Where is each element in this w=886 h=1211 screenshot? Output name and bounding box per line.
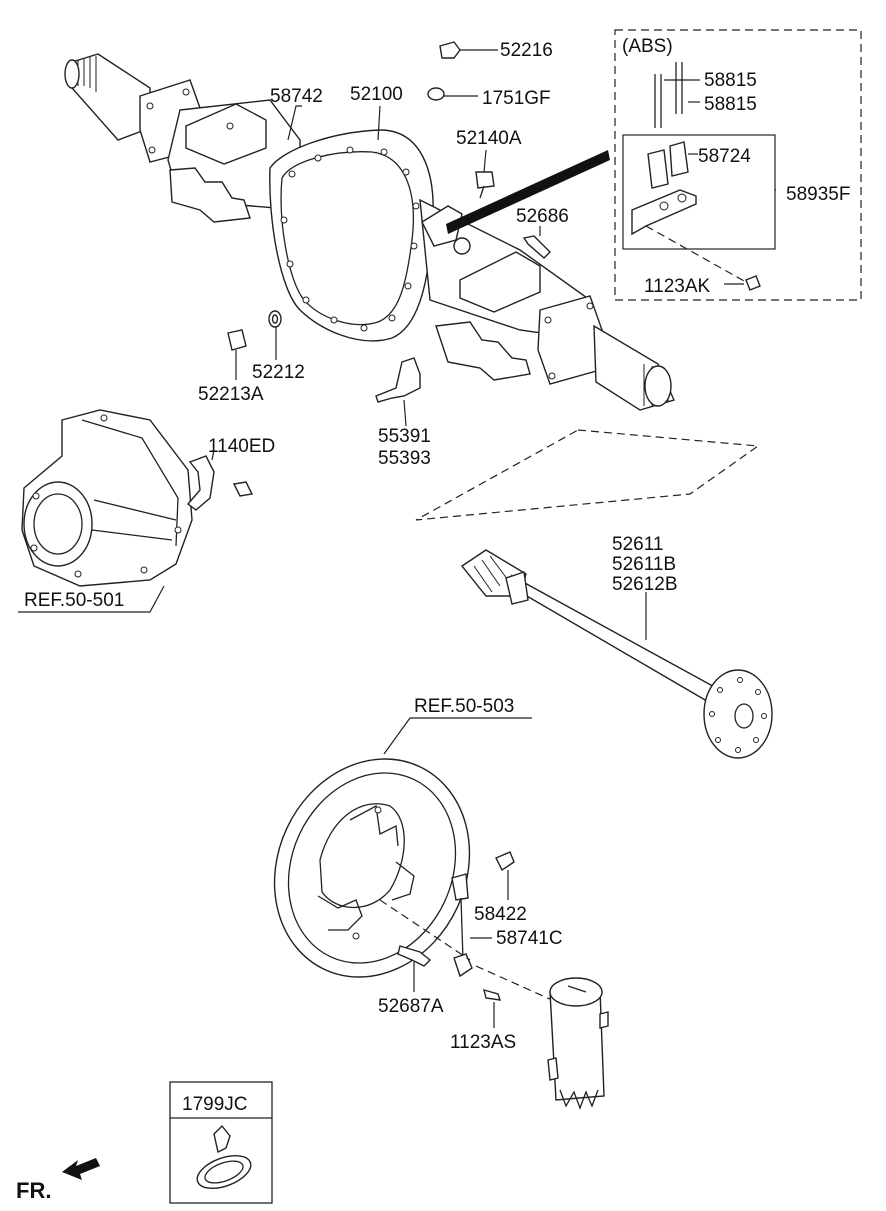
label-55393: 55393 [378,448,431,469]
part-number-labels: 52216 1751GF 58742 52100 52140A 52686 52… [16,40,678,1203]
part-1751GF-plug [427,87,445,101]
label-58742: 58742 [270,86,323,107]
part-58741C-sensor [379,873,473,978]
bowl-bolt-holes [280,146,420,332]
label-abs-title: (ABS) [622,36,673,57]
part-52216-nut [439,41,461,59]
label-1123AS: 1123AS [450,1032,516,1053]
label-52100: 52100 [350,84,403,105]
label-1751GF: 1751GF [482,88,551,109]
label-fr: FR. [16,1178,51,1203]
clamp-box-1799jc [169,1081,273,1204]
part-52212-washer [268,310,282,328]
wheel-cylinder [475,965,609,1110]
hub-stud-holes [709,677,767,753]
label-52612B: 52612B [612,574,678,595]
label-1123AK: 1123AK [644,276,711,297]
label-58935F: 58935F [786,184,850,205]
part-52213A-bolt [227,329,247,351]
part-52687A-bolt [397,945,432,967]
leader-lines [18,49,776,1028]
label-58724: 58724 [698,146,751,167]
label-52216: 52216 [500,40,553,61]
label-58815-b: 58815 [704,94,757,115]
part-55391-bracket [375,357,421,403]
label-ref-50-501: REF.50-501 [24,590,124,611]
label-52140A: 52140A [456,128,522,149]
front-direction-arrow [62,1158,100,1180]
label-52611B: 52611B [612,554,676,575]
part-52140A-bolt [475,171,495,199]
differential-carrier [21,409,254,587]
label-55391: 55391 [378,426,431,447]
label-52213A: 52213A [198,384,264,405]
label-1140ED: 1140ED [208,436,275,457]
label-52212: 52212 [252,362,305,383]
abs-group [614,29,862,301]
label-1799JC: 1799JC [182,1094,248,1115]
label-52611: 52611 [612,534,663,555]
part-58422-cap [495,851,515,872]
brake-backing-plate [273,758,471,978]
axle-shaft [415,429,773,759]
label-52686: 52686 [516,206,569,227]
label-58741C: 58741C [496,928,563,949]
label-ref-50-503: REF.50-503 [414,696,514,717]
part-52686-bolt [522,235,551,259]
label-58815-a: 58815 [704,70,757,91]
label-52687A: 52687A [378,996,444,1017]
part-1123AS-bolt [483,988,502,1001]
label-58422: 58422 [474,904,527,925]
abs-labels: (ABS) 58815 58815 58724 58935F 1123AK [622,36,850,297]
axle-housing [64,53,675,411]
